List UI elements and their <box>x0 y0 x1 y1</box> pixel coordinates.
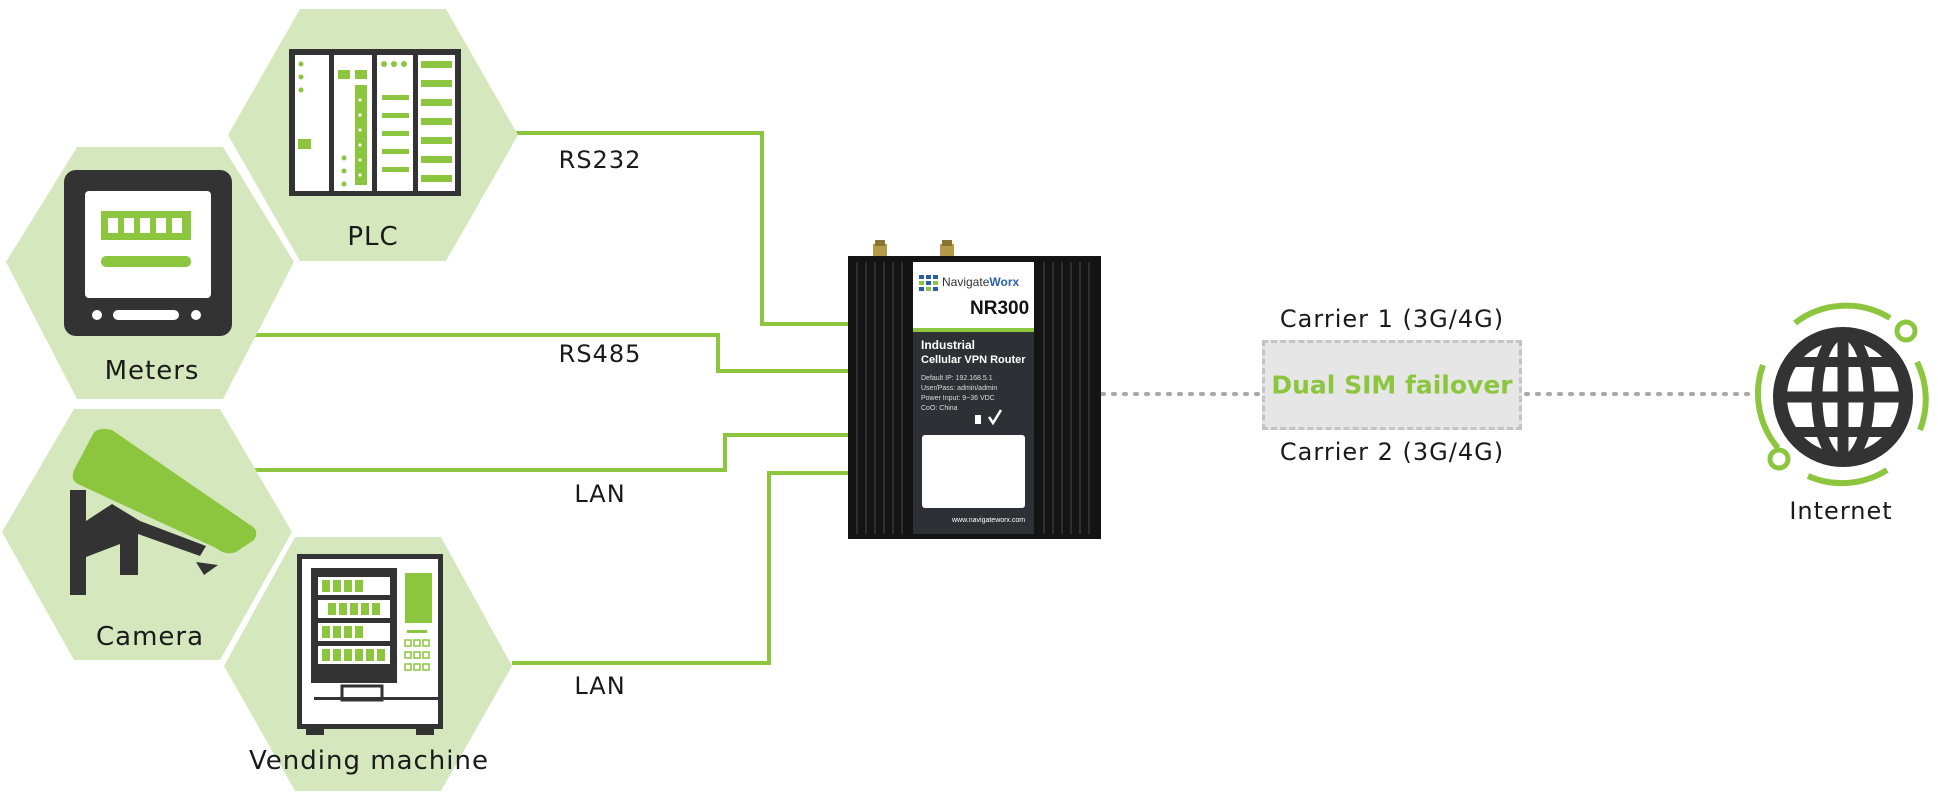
router-spec-origin: CoO: China <box>921 405 958 412</box>
vending-machine-icon <box>297 554 443 735</box>
router-spec-power: Power Input: 9~36 VDC <box>921 395 995 402</box>
rs485-label: RS485 <box>558 340 642 368</box>
camera-label: Camera <box>95 622 205 652</box>
antenna-connector-left <box>873 244 887 258</box>
vending-machine-label: Vending machine <box>249 746 489 776</box>
lan-label-vending: LAN <box>574 672 626 700</box>
carrier-2-label: Carrier 2 (3G/4G) <box>1279 438 1505 466</box>
lan-label-camera: LAN <box>574 480 626 508</box>
rs232-label: RS232 <box>558 146 642 174</box>
router-spec-login: User/Pass: admin/admin <box>921 385 998 392</box>
router-device <box>848 240 1101 539</box>
lan-link-camera <box>252 433 848 472</box>
router-model: NR300 <box>970 298 1030 319</box>
router-logo-panel <box>913 262 1034 298</box>
router-sticker-blank <box>922 435 1025 508</box>
router-title-line2: Cellular VPN Router <box>921 354 1026 366</box>
meters-label: Meters <box>104 356 200 386</box>
plc-icon <box>289 49 461 196</box>
dual-sim-failover-box: Dual SIM failover <box>1262 340 1522 430</box>
router-title-line1: Industrial <box>921 338 976 352</box>
router-website: www.navigateworx.com <box>952 517 1026 524</box>
globe-icon <box>1754 302 1929 487</box>
camera-icon <box>70 428 257 595</box>
carrier-1-label: Carrier 1 (3G/4G) <box>1279 305 1505 333</box>
meter-icon <box>64 170 232 336</box>
dual-sim-failover-text: Dual SIM failover <box>1271 370 1513 400</box>
brand-logo-icon <box>919 275 938 291</box>
router-brand: NavigateWorx <box>942 275 1020 289</box>
lan-link-vending <box>512 471 848 665</box>
antenna-connector-right <box>940 244 954 258</box>
rs232-link <box>505 131 848 326</box>
router-spec-ip: Default IP: 192.168.5.1 <box>921 375 993 382</box>
plc-label: PLC <box>347 222 399 252</box>
rs485-link <box>255 333 848 373</box>
certification-marks-icon <box>975 409 1003 426</box>
internet-label: Internet <box>1789 497 1893 525</box>
